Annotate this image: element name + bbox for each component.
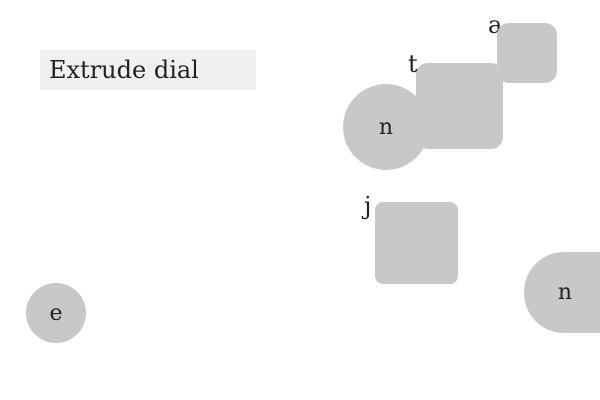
circle-n-right[interactable]: n (524, 252, 600, 333)
square-a[interactable] (497, 23, 557, 83)
circle-e-label: e (49, 300, 63, 326)
square-t-label: t (408, 50, 418, 78)
square-t[interactable] (416, 63, 503, 149)
circle-n-top-label: n (378, 114, 394, 140)
square-j[interactable] (375, 202, 458, 284)
circle-e[interactable]: e (26, 283, 86, 343)
circle-n-top[interactable]: n (343, 84, 429, 170)
extrude-dial-label: Extrude dial (40, 50, 256, 90)
square-j-label: j (364, 192, 372, 220)
circle-n-right-label: n (557, 280, 573, 305)
